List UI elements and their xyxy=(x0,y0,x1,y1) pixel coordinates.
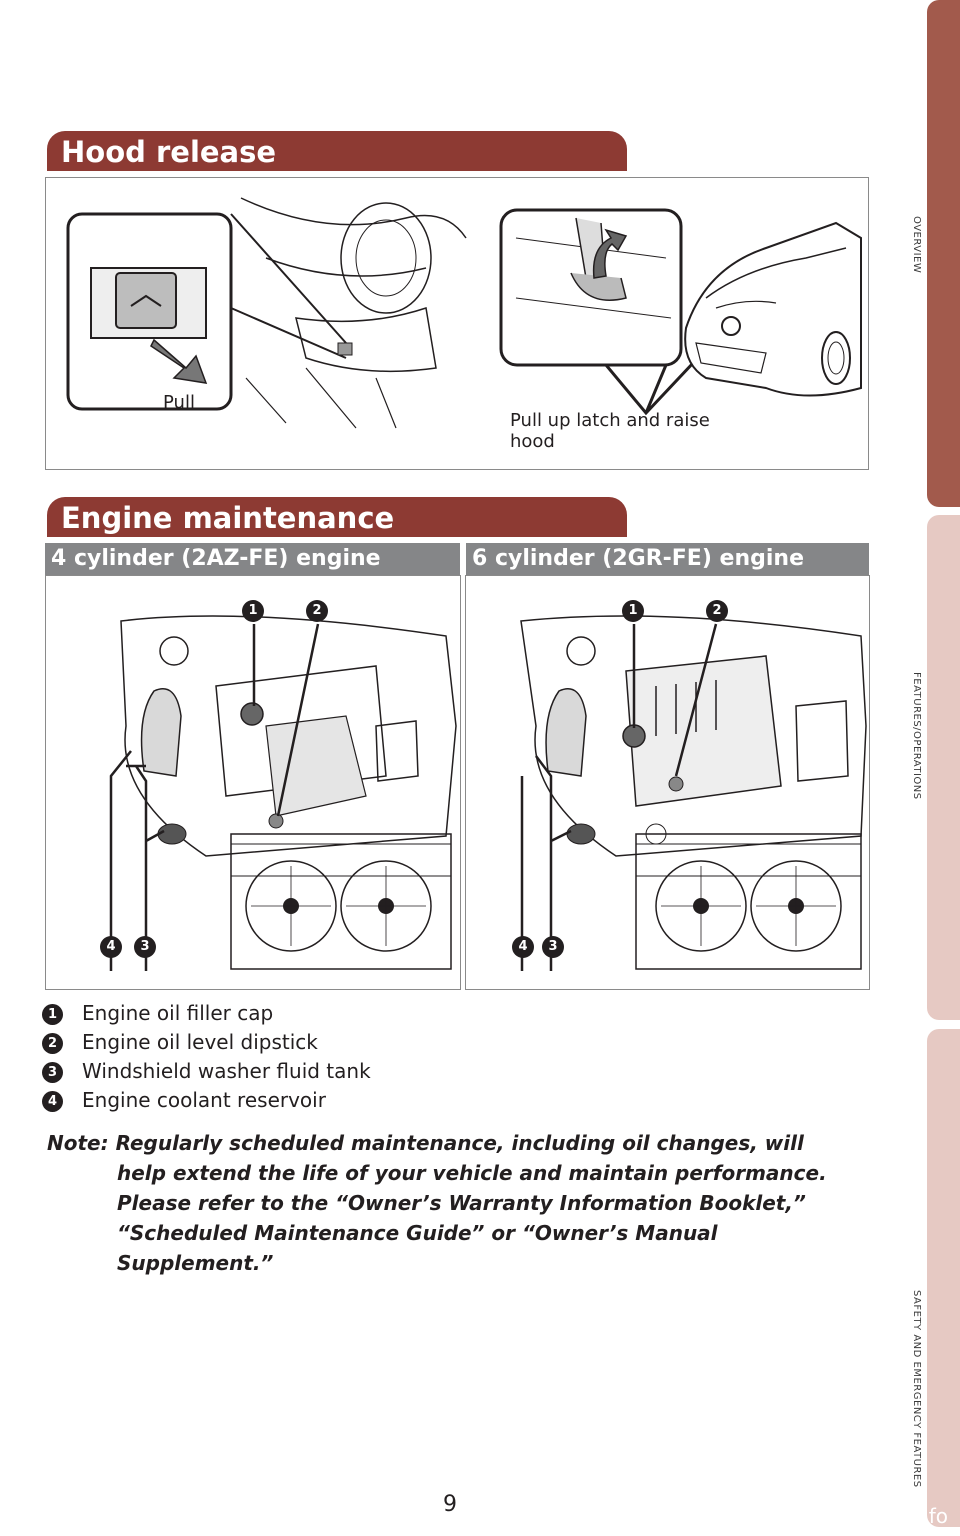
engine-maintenance-title: Engine maintenance xyxy=(61,501,395,535)
legend-text: Engine oil level dipstick xyxy=(82,1030,318,1054)
six-cylinder-title: 6 cylinder (2GR-FE) engine xyxy=(472,546,804,571)
legend-number: 2 xyxy=(42,1033,63,1054)
callout-2: 2 xyxy=(306,600,328,622)
callout-3: 3 xyxy=(542,936,564,958)
tab-overview[interactable] xyxy=(927,0,960,507)
legend-number: 4 xyxy=(42,1091,63,1112)
pull-label: Pull xyxy=(163,392,195,413)
note-first-line: Note: Regularly scheduled maintenance, i… xyxy=(47,1131,804,1155)
six-cylinder-engine-drawing xyxy=(520,615,867,971)
note-continuation: help extend the life of your vehicle and… xyxy=(117,1161,827,1275)
four-cylinder-engine-illustration: 1 2 3 4 xyxy=(45,575,461,990)
hood-release-header: Hood release xyxy=(47,131,627,171)
legend-number: 3 xyxy=(42,1062,63,1083)
callout-4: 4 xyxy=(512,936,534,958)
callout-1: 1 xyxy=(622,600,644,622)
four-cylinder-engine-drawing xyxy=(109,615,457,971)
latch-label: Pull up latch and raise hood xyxy=(510,410,710,452)
maintenance-note: Note: Regularly scheduled maintenance, i… xyxy=(47,1128,837,1278)
watermark: carmanualsonline.info xyxy=(726,1504,948,1528)
callout-3: 3 xyxy=(134,936,156,958)
legend-number: 1 xyxy=(42,1004,63,1025)
four-cylinder-title: 4 cylinder (2AZ-FE) engine xyxy=(51,546,381,571)
callout-1: 1 xyxy=(242,600,264,622)
tab-overview-label: OVERVIEW xyxy=(911,216,922,274)
tab-features-operations[interactable] xyxy=(927,515,960,1020)
six-cylinder-engine-illustration: 1 2 3 4 xyxy=(465,575,870,990)
four-cylinder-header: 4 cylinder (2AZ-FE) engine xyxy=(45,543,460,575)
callout-4: 4 xyxy=(100,936,122,958)
legend-text: Windshield washer fluid tank xyxy=(82,1059,371,1083)
six-cylinder-header: 6 cylinder (2GR-FE) engine xyxy=(466,543,869,575)
legend-text: Engine coolant reservoir xyxy=(82,1088,326,1112)
hood-release-title: Hood release xyxy=(61,135,277,169)
engine-maintenance-header: Engine maintenance xyxy=(47,497,627,537)
tab-safety-label: SAFETY AND EMERGENCY FEATURES xyxy=(911,1290,922,1488)
hood-release-drawing xyxy=(66,197,862,429)
callout-2: 2 xyxy=(706,600,728,622)
tab-features-label: FEATURES/OPERATIONS xyxy=(911,672,922,800)
legend-text: Engine oil filler cap xyxy=(82,1001,274,1025)
tab-safety-emergency[interactable] xyxy=(927,1029,960,1527)
page-number: 9 xyxy=(443,1492,457,1517)
hood-release-illustration xyxy=(45,177,869,470)
